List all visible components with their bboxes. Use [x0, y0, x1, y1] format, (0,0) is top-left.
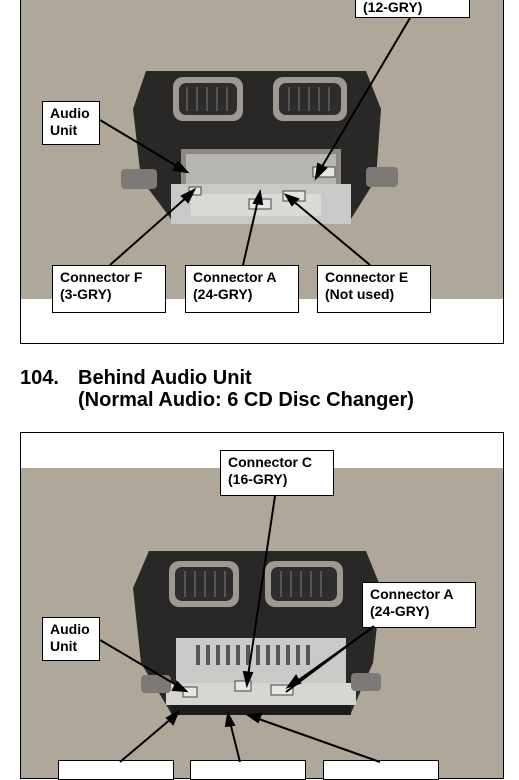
- callout-box-partial: [190, 760, 306, 780]
- callout-connector-c: Connector C (16-GRY): [220, 450, 334, 496]
- callout-line: (3-GRY): [60, 286, 112, 302]
- callout-line: Connector C: [228, 454, 312, 470]
- callout-line: Connector A: [193, 269, 277, 285]
- callout-line: (Not used): [325, 286, 395, 302]
- callout-connector-e: Connector E (Not used): [317, 265, 431, 313]
- callout-line: Connector A: [370, 586, 454, 602]
- callout-line: Unit: [50, 122, 78, 138]
- callout-line: (24-GRY): [193, 286, 253, 302]
- section-heading: 104. Behind Audio Unit (Normal Audio: 6 C…: [20, 367, 414, 411]
- callout-box-partial: [323, 760, 439, 780]
- callout-connector-a: Connector A (24-GRY): [185, 265, 299, 313]
- callout-line: (24-GRY): [370, 603, 430, 619]
- callout-box-partial: [58, 760, 174, 780]
- callout-connector-f: Connector F (3-GRY): [52, 265, 166, 313]
- callout-line: Connector F: [60, 269, 143, 285]
- section-number: 104.: [20, 367, 59, 389]
- section-title-line-2: (Normal Audio: 6 CD Disc Changer): [78, 389, 414, 411]
- callout-line: (16-GRY): [228, 471, 288, 487]
- callout-line: Connector E: [325, 269, 409, 285]
- callout-line: Unit: [50, 638, 78, 654]
- callout-line: Audio: [50, 621, 90, 637]
- section-title-line-1: Behind Audio Unit: [78, 367, 252, 389]
- callout-audio-unit: Audio Unit: [42, 101, 100, 145]
- callout-connector-a: Connector A (24-GRY): [362, 582, 476, 628]
- callout-top-connector-partial: (12-GRY): [355, 0, 470, 18]
- callout-line: Audio: [50, 105, 90, 121]
- callout-line: (12-GRY): [363, 0, 423, 15]
- callout-audio-unit: Audio Unit: [42, 617, 100, 661]
